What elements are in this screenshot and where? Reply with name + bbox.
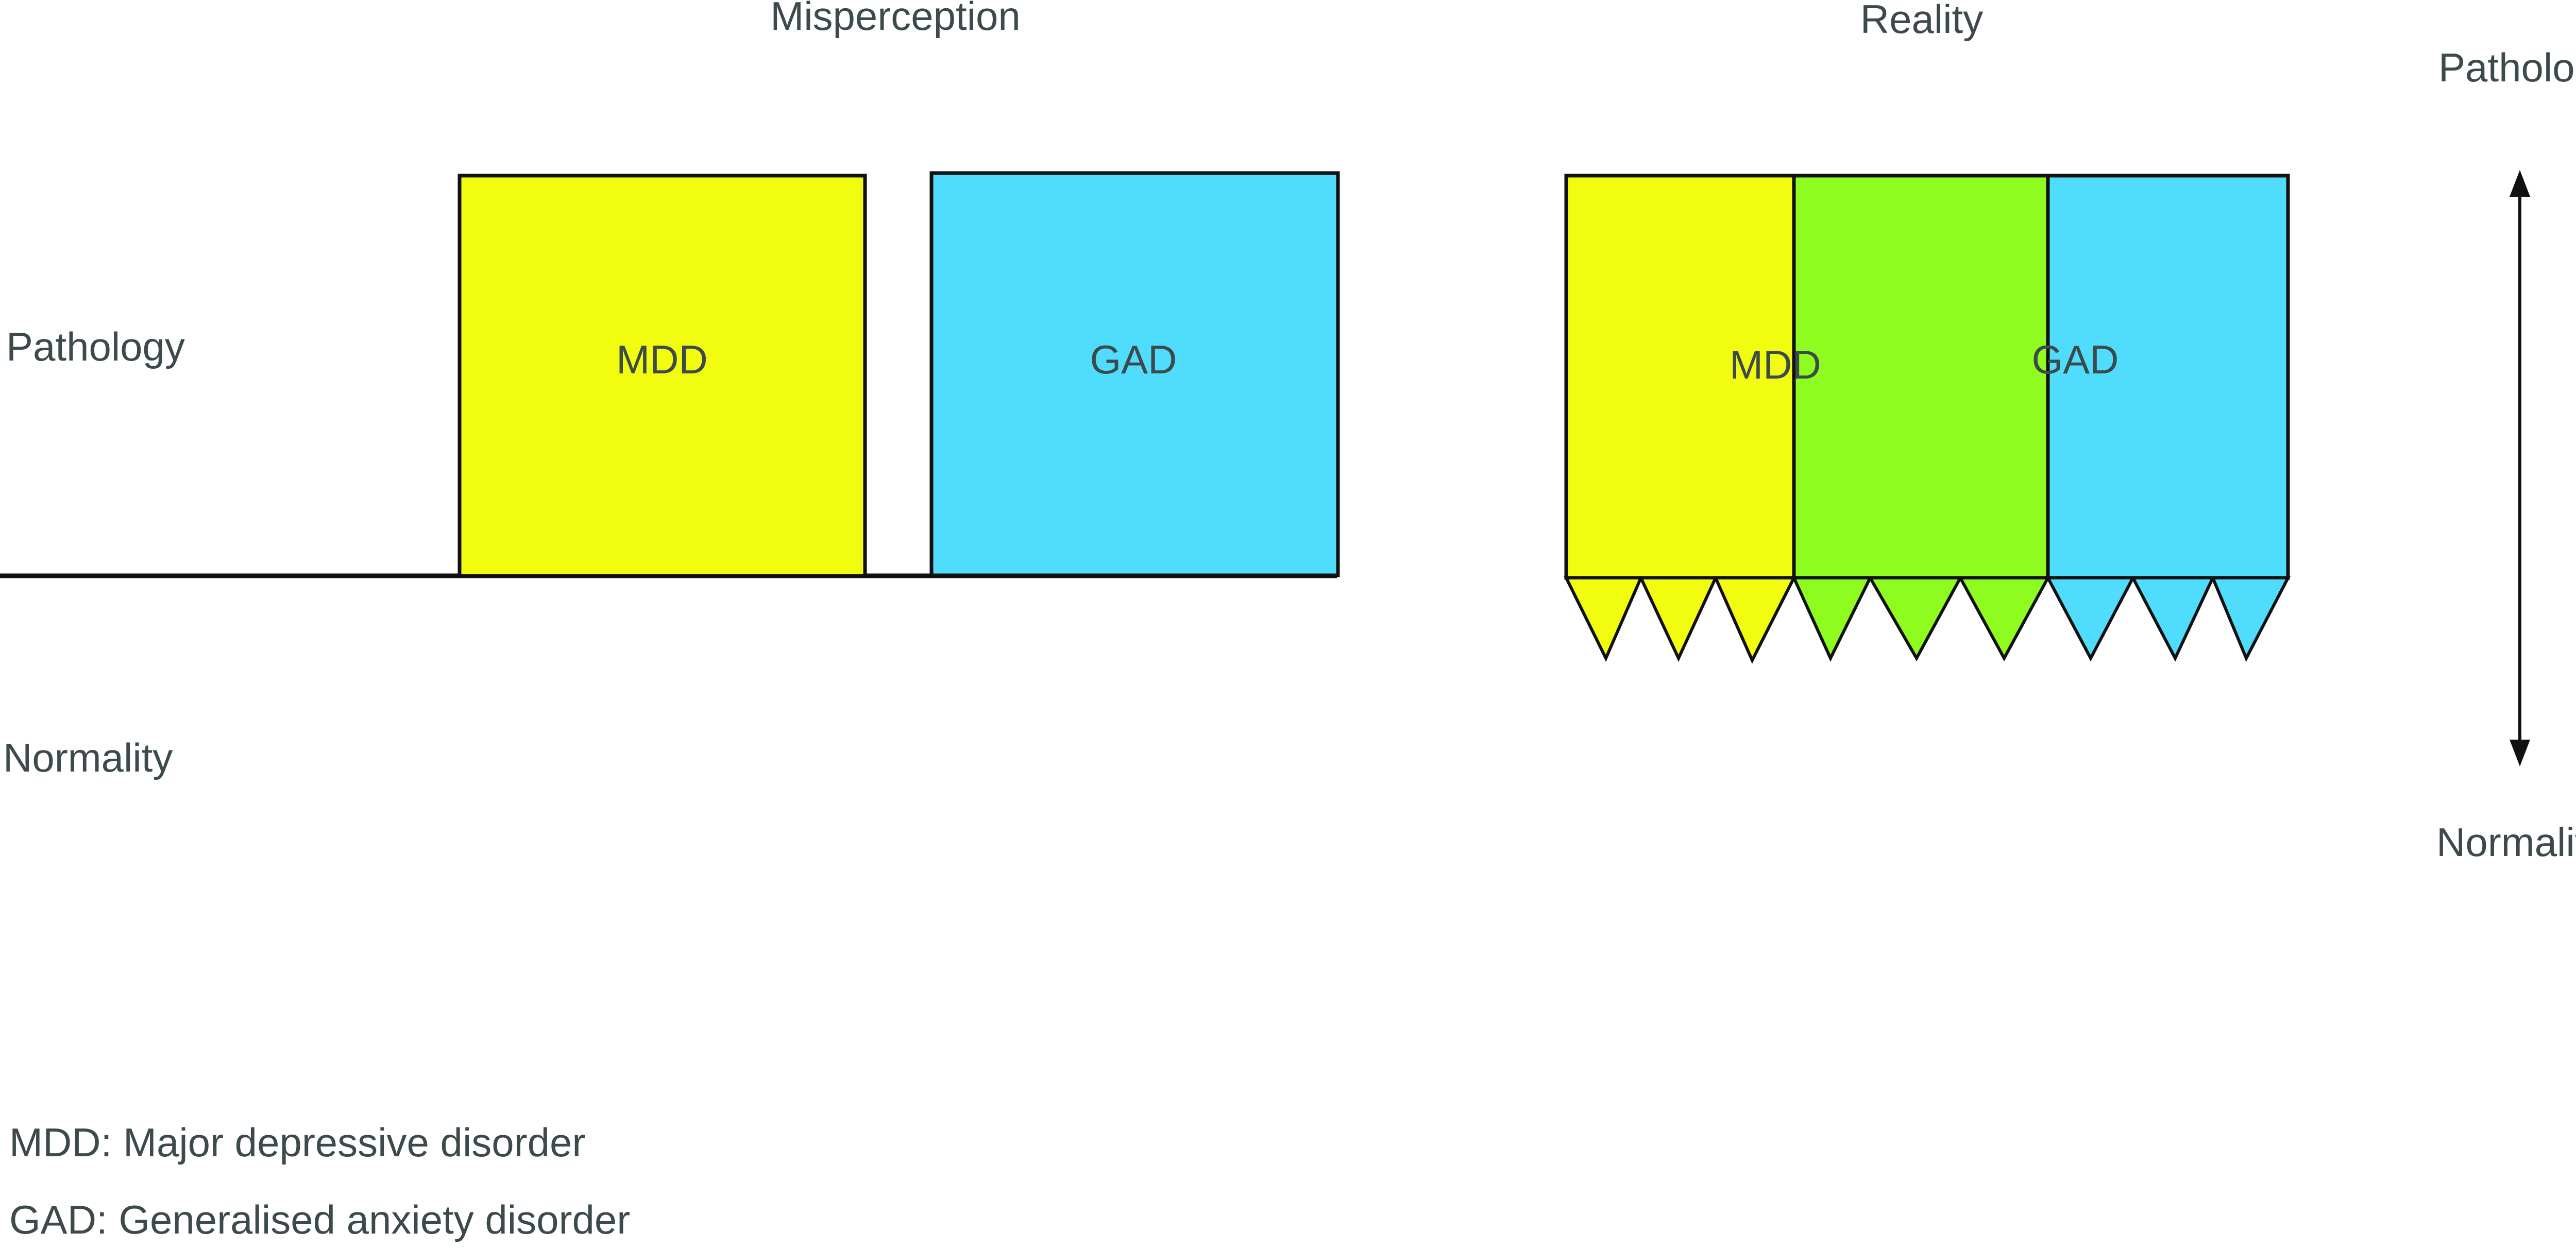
triangle-gad-2 xyxy=(2130,576,2215,662)
reality-title: Reality xyxy=(1860,0,1983,42)
triangle-overlap-3 xyxy=(1957,576,2051,662)
left-pathology-label: Pathology xyxy=(6,324,185,369)
misperception-title: Misperception xyxy=(770,0,1021,39)
misperception-mdd-label: MDD xyxy=(616,337,708,382)
legend-gad: GAD: Generalised anxiety disorder xyxy=(9,1197,630,1242)
triangle-mdd-1 xyxy=(1564,576,1643,662)
misperception-gad-box xyxy=(929,171,1340,577)
right-pathology-label: Pathology xyxy=(2438,45,2576,90)
misperception-gad-label: GAD xyxy=(1090,337,1177,382)
left-normality-label: Normality xyxy=(3,735,173,780)
arrow-up-head xyxy=(2510,170,2530,197)
triangle-mdd-2 xyxy=(1638,576,1718,662)
triangle-gad-3 xyxy=(2210,576,2291,662)
right-normality-label: Normality xyxy=(2436,819,2576,865)
legend-mdd: MDD: Major depressive disorder xyxy=(9,1120,585,1165)
triangle-overlap-2 xyxy=(1867,576,1963,662)
reality-gad-box xyxy=(2046,174,2290,580)
triangle-overlap-1 xyxy=(1791,576,1873,662)
triangle-gad-1 xyxy=(2045,576,2136,662)
arrow-down-head xyxy=(2510,740,2530,766)
reality-mdd-label: MDD xyxy=(1730,342,1821,387)
reality-overlap-box xyxy=(1792,174,2050,580)
reality-gad-label: GAD xyxy=(2031,337,2119,382)
triangle-mdd-3 xyxy=(1713,576,1797,664)
reality-triangles xyxy=(1564,576,2291,664)
misperception-mdd-box xyxy=(457,174,867,578)
